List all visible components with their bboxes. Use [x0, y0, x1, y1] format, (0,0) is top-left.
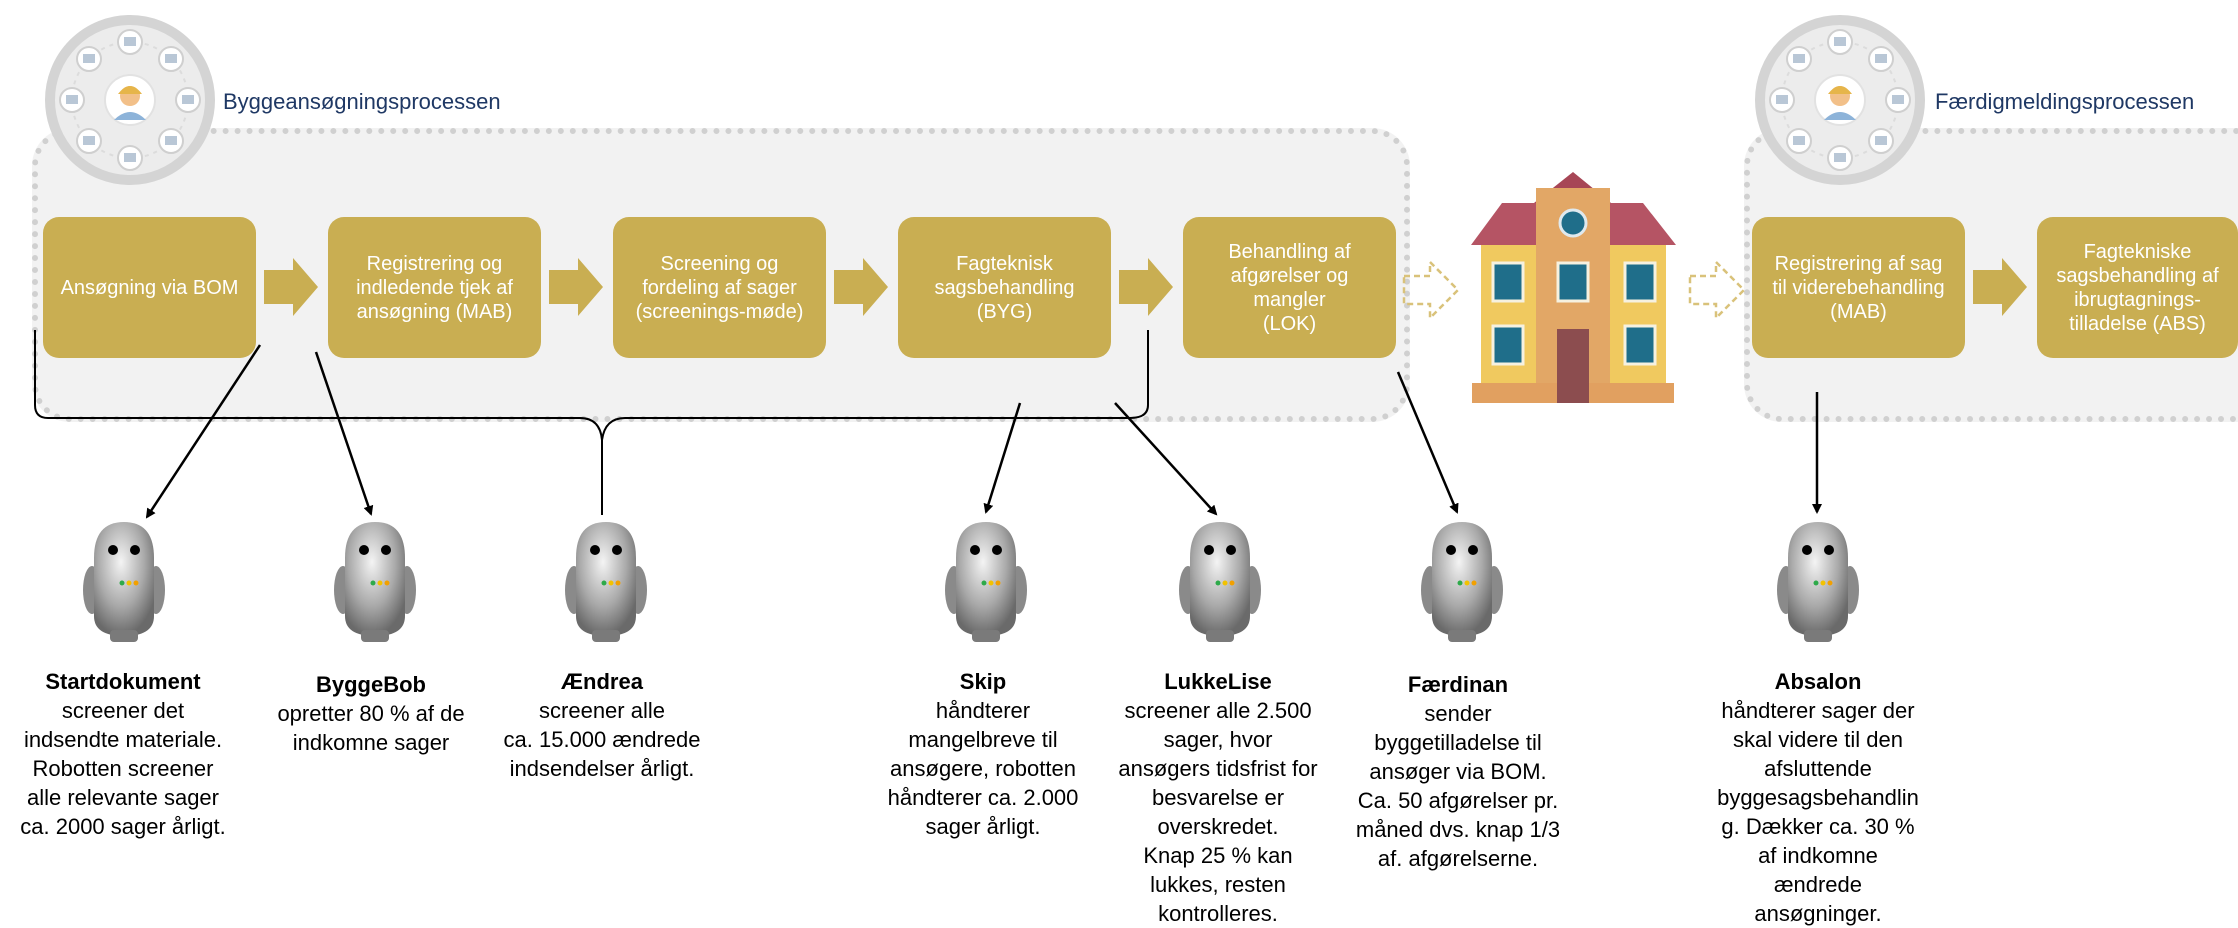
robot-desc: håndterer mangelbreve til ansøgere, robo… [887, 698, 1079, 839]
robot-icon [1421, 522, 1503, 642]
robot-name: Ændrea [561, 669, 643, 694]
robot-name: Skip [959, 669, 1007, 694]
robot-caption: Ændrea screener alle ca. 15.000 ændrede … [482, 667, 722, 783]
robot-name: LukkeLise [1164, 669, 1272, 694]
robot-icon [565, 522, 647, 642]
step-behandling: Behandling af afgørelser og mangler (LOK… [1183, 217, 1396, 358]
robot-name: Startdokument [45, 669, 201, 694]
step-screening: Screening og fordeling af sager (screeni… [613, 217, 826, 358]
person-emblem-icon [45, 15, 215, 185]
process-title-bygge: Byggeansøgningsprocessen [223, 89, 501, 114]
robot-caption: Absalon håndterer sager der skal videre … [1698, 667, 1938, 928]
arrow-right-icon [834, 258, 888, 316]
robot-name: ByggeBob [316, 672, 426, 697]
arrow-right-icon [1119, 258, 1173, 316]
robot-icon [1777, 522, 1859, 642]
robot-desc: håndterer sager der skal videre til den … [1717, 698, 1919, 926]
robot-icon [334, 522, 416, 642]
robot-icon [945, 522, 1027, 642]
robot-caption: ByggeBob opretter 80 % af de indkomne sa… [251, 670, 491, 757]
robot-desc: screener alle 2.500 sager, hvor ansøgers… [1118, 698, 1318, 926]
arrow-right-icon [549, 258, 603, 316]
step-registrering: Registrering og indledende tjek af ansøg… [328, 217, 541, 358]
arrow-right-icon [1973, 258, 2027, 316]
house-icon [1471, 172, 1676, 403]
dashed-arrow-icon [1402, 258, 1460, 322]
robot-desc: sender byggetilladelse til ansøger via B… [1355, 701, 1561, 871]
robot-desc: screener alle ca. 15.000 ændrede indsend… [503, 698, 701, 781]
robot-icon [83, 522, 165, 642]
step-ansoegning: Ansøgning via BOM [43, 217, 256, 358]
robot-name: Færdinan [1407, 672, 1509, 697]
robot-icon [1179, 522, 1261, 642]
robot-caption: Færdinan sender byggetilladelse til ansø… [1338, 670, 1578, 873]
robot-desc: screener det indsendte materiale. Robott… [20, 698, 226, 839]
robot-desc: opretter 80 % af de indkomne sager [277, 701, 465, 755]
robot-caption: Startdokument screener det indsendte mat… [3, 667, 243, 841]
person-emblem-icon [1755, 15, 1925, 185]
arrow-right-icon [264, 258, 318, 316]
process-title-faerdig: Færdigmeldingsprocessen [1935, 89, 2195, 114]
robot-caption: LukkeLise screener alle 2.500 sager, hvo… [1098, 667, 1338, 928]
robot-name: Absalon [1774, 669, 1862, 694]
step-fagteknisk: Fagteknisk sagsbehandling (BYG) [898, 217, 1111, 358]
step-fagtekniske-abs: Fagtekniske sagsbehandling af ibrugtagni… [2037, 217, 2238, 358]
step-registrering-sag: Registrering af sag til viderebehandling… [1752, 217, 1965, 358]
robot-caption: Skip håndterer mangelbreve til ansøgere,… [863, 667, 1103, 841]
dashed-arrow-icon [1688, 258, 1746, 322]
